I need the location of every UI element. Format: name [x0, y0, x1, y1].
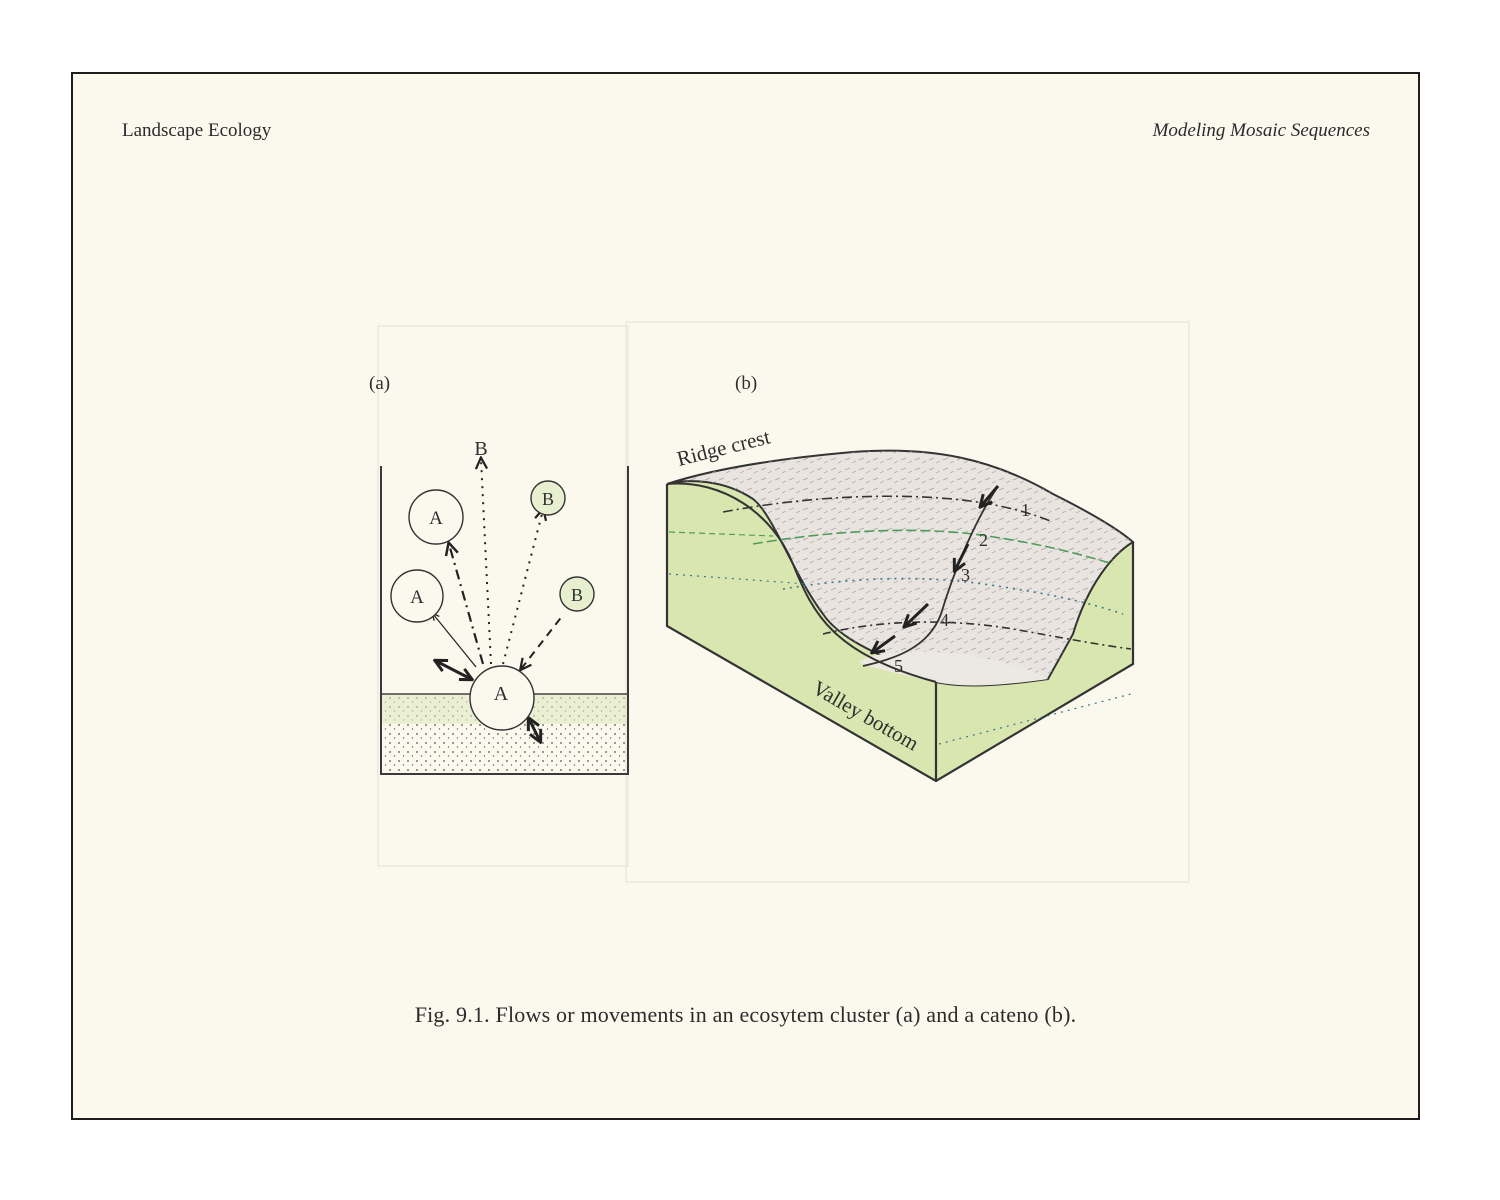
catena-flow-arrow-4	[873, 634, 896, 652]
panel-b-label: (b)	[735, 373, 757, 394]
node-a-middle	[390, 569, 444, 623]
zone-boundary-1	[722, 495, 1054, 523]
zone-label-3: 3	[961, 565, 970, 585]
node-b-upper	[530, 480, 566, 516]
running-head-left: Landscape Ecology	[122, 120, 272, 141]
panel-a-label: (a)	[369, 373, 390, 394]
sheet-outline-b	[625, 321, 1190, 883]
node-a-middle-label: A	[410, 587, 424, 608]
zone-boundary-2	[752, 529, 1114, 565]
page-frame: Landscape Ecology Modeling Mosaic Sequen…	[71, 72, 1420, 1120]
node-b-middle	[559, 576, 595, 612]
zone-label-5: 5	[894, 656, 903, 676]
valley-floor	[858, 651, 1048, 686]
catena-flow-arrow-2	[955, 543, 970, 570]
figure-illustration: (a) B A A B B	[369, 321, 1190, 883]
front-face-stratum	[938, 693, 1132, 745]
cluster-box	[380, 466, 629, 775]
zone-label-4: 4	[940, 610, 949, 630]
node-top-b-label: B	[474, 438, 487, 460]
left-profile-edge	[666, 482, 937, 683]
flow-arrow-to-b-upper	[502, 510, 543, 665]
catena-transect	[862, 485, 999, 667]
node-a-center-label: A	[494, 683, 509, 705]
flow-arrow-from-b-middle	[521, 614, 564, 669]
catena-flow-arrow-3	[905, 602, 930, 626]
node-a-center	[469, 665, 535, 731]
block-front-face	[936, 542, 1133, 781]
panel-b-catena-block: 1 2 3 4 5 Ridge crest Valley bottom	[665, 425, 1135, 783]
flow-arrow-to-top-b	[481, 459, 492, 665]
zone-label-1: 1	[1021, 500, 1030, 520]
left-face-stratum-1	[668, 531, 774, 537]
node-b-middle-label: B	[571, 585, 583, 605]
zone-label-2: 2	[979, 530, 988, 550]
zone-boundary-3	[782, 577, 1124, 615]
figure-caption: Fig. 9.1. Flows or movements in an ecosy…	[414, 1002, 1077, 1027]
catena-flow-arrow-1	[981, 485, 1000, 506]
node-b-upper-label: B	[542, 489, 554, 509]
running-head-right: Modeling Mosaic Sequences	[1152, 120, 1370, 141]
node-a-upper	[408, 489, 464, 545]
node-a-upper-label: A	[429, 508, 443, 529]
flow-arrow-to-a-upper	[449, 544, 485, 665]
zone-boundary-4	[822, 621, 1132, 650]
panel-a-diagram: B A A B B A	[380, 438, 629, 775]
exchange-arrow-soil	[529, 719, 540, 741]
flow-arrow-to-a-middle	[433, 614, 477, 668]
block-left-face	[667, 481, 936, 781]
exchange-arrow-left	[436, 661, 471, 679]
